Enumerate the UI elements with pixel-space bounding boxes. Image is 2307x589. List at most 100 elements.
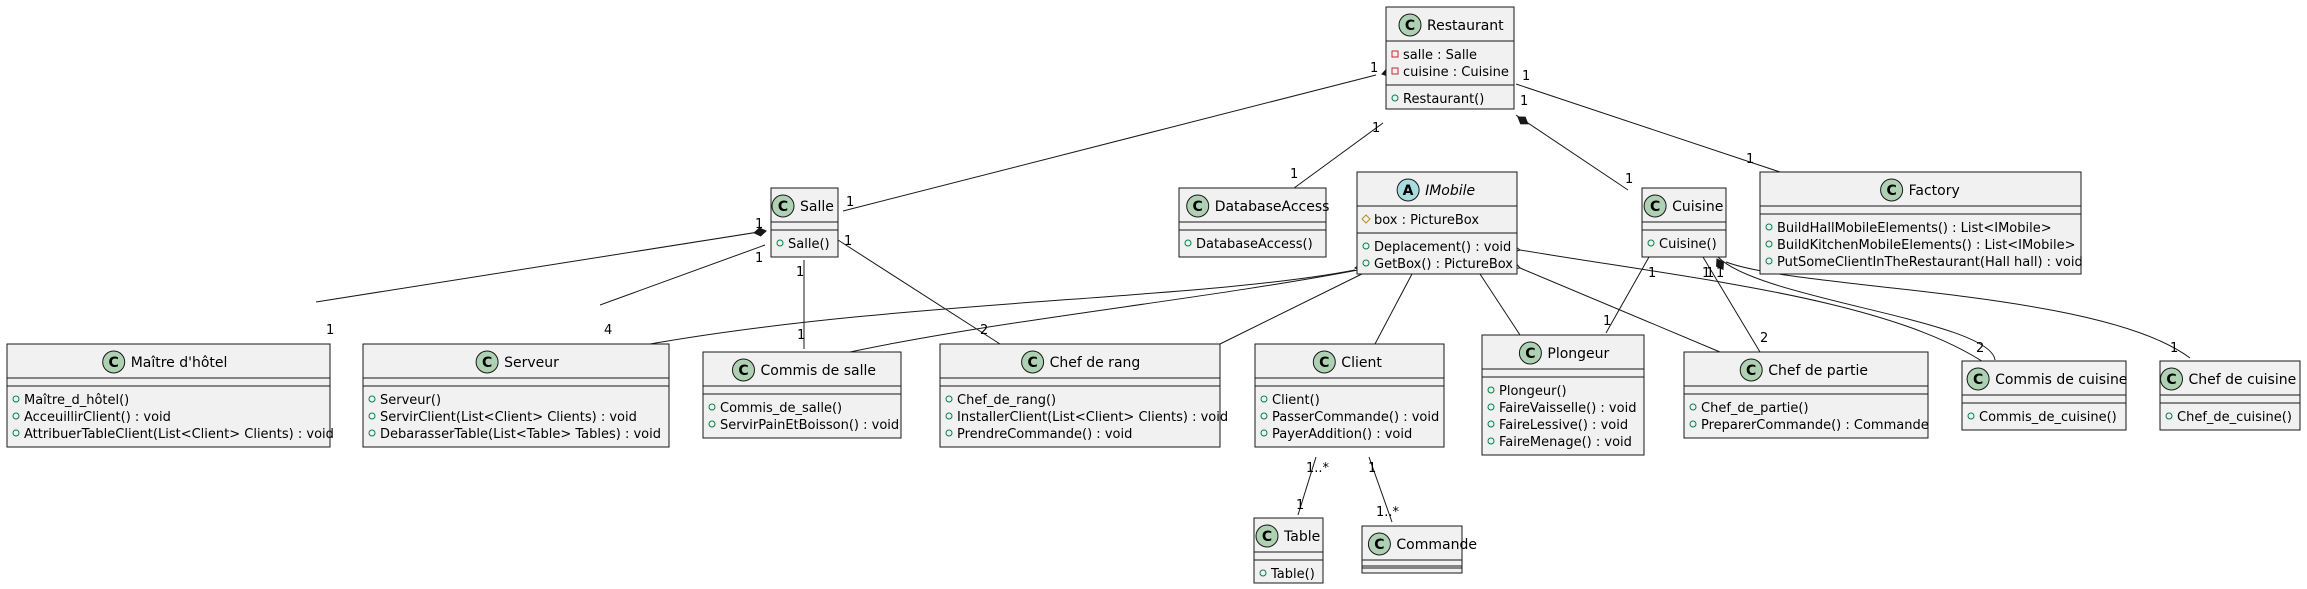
class-name: Restaurant [1427, 18, 1504, 34]
public-marker-icon [1260, 395, 1268, 403]
multiplicity-label: 1 [1702, 266, 1710, 281]
method: BuildKitchenMobileElements() : List<IMob… [1777, 238, 2076, 253]
method: Salle() [788, 237, 830, 252]
class-name: DatabaseAccess [1215, 199, 1330, 215]
multiplicity-label: 1 [1520, 94, 1528, 109]
public-marker-icon [1647, 239, 1655, 247]
association-salle-serveur [599, 244, 766, 306]
class-badge-icon [1398, 13, 1422, 37]
multiplicity-label: 2 [980, 323, 988, 338]
association-chefderang-imobile [1219, 269, 1371, 345]
public-marker-icon [368, 429, 376, 437]
multiplicity-label: 1 [755, 251, 763, 266]
class-badge-icon [1367, 532, 1391, 556]
method: AcceuillirClient() : void [24, 410, 171, 425]
class-badge-icon [102, 350, 126, 374]
class-box [1481, 334, 1645, 456]
class-name: Client [1341, 355, 1382, 371]
method: Commis_de_salle() [720, 401, 842, 416]
public-marker-icon [1391, 94, 1399, 102]
multiplicity-label: 1 [796, 265, 804, 280]
class-name: Commis de salle [761, 363, 876, 379]
class-name: Plongeur [1547, 346, 1609, 362]
badge-letter: C [2166, 372, 2176, 388]
association-cuisine-commisdecuisine [1717, 256, 1996, 361]
composition-diamond-salle-maitre [753, 227, 767, 237]
multiplicity-label: 1 [1368, 461, 1376, 476]
public-marker-icon [1362, 242, 1370, 250]
method: Plongeur() [1499, 384, 1567, 399]
association-salle-maitre [315, 230, 766, 303]
multiplicity-label: 1 [1625, 172, 1633, 187]
public-marker-icon [1260, 412, 1268, 420]
public-marker-icon [708, 403, 716, 411]
class-box [1759, 171, 2082, 275]
composition-diamond-cuisine-commisdecuisine [1716, 258, 1724, 271]
badge-letter: A [1403, 183, 1414, 199]
badge-letter: C [1973, 372, 1983, 388]
class-badge-icon [1966, 367, 1990, 391]
method: Chef_de_partie() [1701, 401, 1809, 416]
method: Cuisine() [1659, 237, 1717, 252]
association-cuisine-chefdecuisine [1725, 261, 2191, 359]
private-marker-icon [1391, 67, 1399, 75]
badge-letter: C [1027, 355, 1037, 371]
method: FaireMenage() : void [1499, 435, 1632, 450]
method: InstallerClient(List<Client> Clients) : … [957, 410, 1228, 425]
class-box [6, 343, 331, 448]
badge-letter: C [482, 355, 492, 371]
field: box : PictureBox [1374, 213, 1479, 228]
method: DebarasserTable(List<Table> Tables) : vo… [380, 427, 661, 442]
class-name: Chef de rang [1050, 355, 1141, 371]
association-commisdesalle-imobile [849, 269, 1359, 353]
class-box [1356, 171, 1518, 275]
public-marker-icon [1765, 257, 1773, 265]
multiplicity-label: 1..* [1376, 505, 1400, 520]
class-badge-icon [1880, 178, 1904, 202]
badge-letter: C [1525, 346, 1535, 362]
association-client-table [1297, 456, 1317, 516]
class-box [1385, 6, 1515, 110]
multiplicity-label: 1 [797, 328, 805, 343]
class-name: Cuisine [1672, 199, 1723, 215]
association-restaurant-salle [842, 74, 1377, 212]
badge-letter: C [1886, 183, 1896, 199]
multiplicity-label: 1 [755, 217, 763, 232]
multiplicity-label: 1 [1522, 69, 1530, 84]
badge-letter: C [1193, 199, 1203, 215]
public-marker-icon [1765, 240, 1773, 248]
public-marker-icon [1689, 420, 1697, 428]
class-name: Salle [800, 199, 834, 215]
public-marker-icon [1487, 420, 1495, 428]
association-restaurant-cuisine [1515, 114, 1629, 191]
method: DatabaseAccess() [1196, 237, 1313, 252]
public-marker-icon [1487, 386, 1495, 394]
method: Commis_de_cuisine() [1979, 410, 2117, 425]
public-marker-icon [945, 412, 953, 420]
method: PasserCommande() : void [1272, 410, 1439, 425]
multiplicity-label: 1 [2170, 341, 2178, 356]
method: PayerAddition() : void [1272, 427, 1412, 442]
badge-letter: C [1319, 355, 1329, 371]
association-client-imobile [1374, 273, 1413, 345]
method: Deplacement() : void [1374, 240, 1511, 255]
class-name: Serveur [504, 355, 559, 371]
public-marker-icon [2165, 412, 2173, 420]
